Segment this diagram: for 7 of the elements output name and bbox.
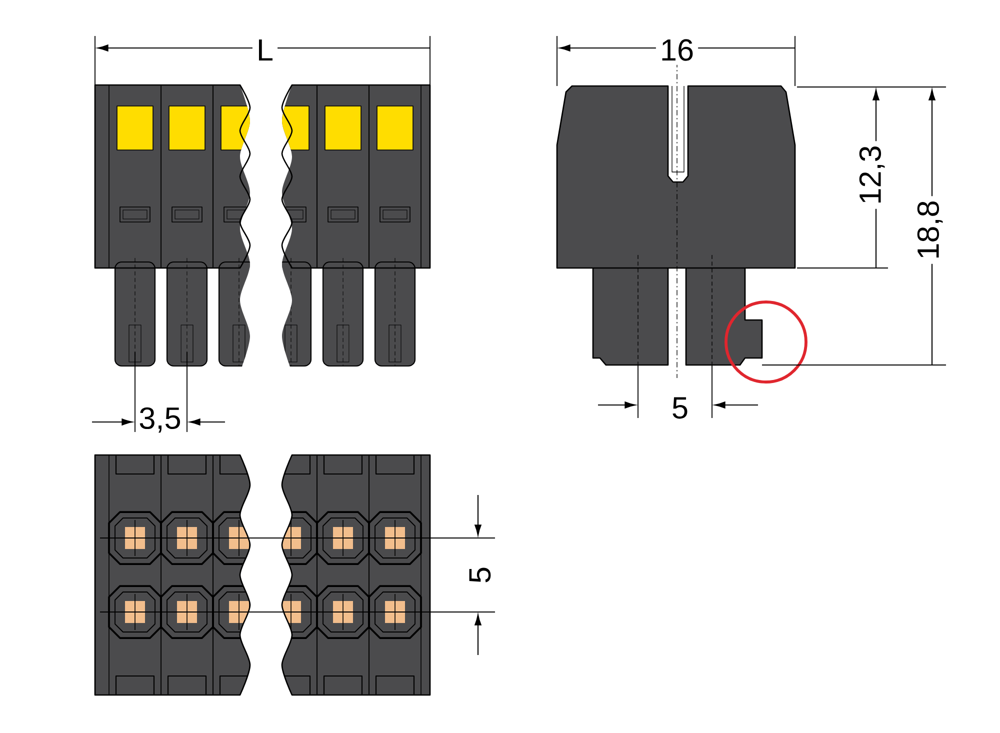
dimension-label: 12,3 (855, 141, 889, 209)
dimension-label: 5 (672, 397, 688, 419)
dimension-label: 3,5 (140, 407, 180, 433)
dimension-label: L (252, 35, 278, 65)
dimension-label: 16 (656, 35, 698, 65)
dimension-label: 5 (469, 568, 491, 582)
dimension-label: 18,8 (913, 196, 947, 264)
